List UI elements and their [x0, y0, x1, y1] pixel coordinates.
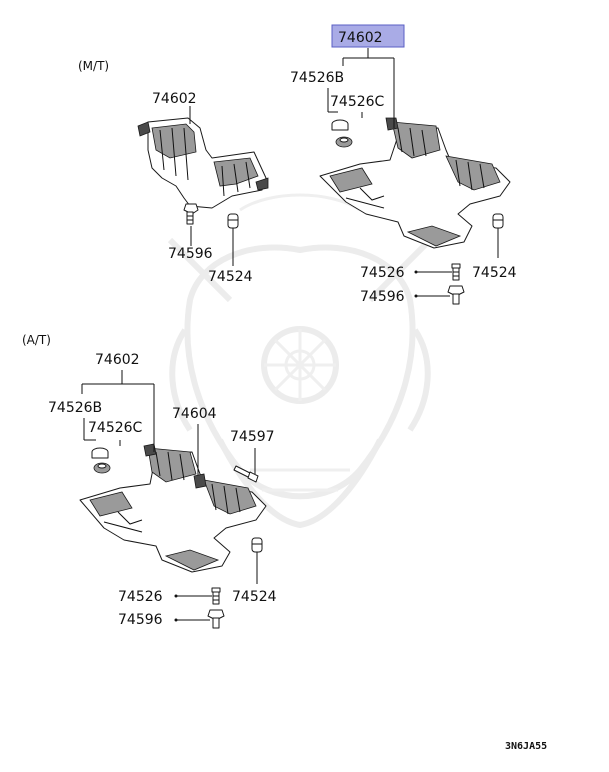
mt-left-clip-label: 74596 [168, 246, 213, 262]
mt-left-nut-icon [227, 213, 239, 229]
at-screw-label: 74526 [118, 589, 163, 605]
at-nut-label: 74524 [232, 589, 277, 605]
mt-right-undercover-drawing [319, 117, 511, 249]
watermark-crest [167, 193, 433, 529]
mt-left-clip-icon [183, 203, 199, 225]
mt-right-bush-b-label: 74526B [290, 70, 344, 86]
at-clip-icon [207, 609, 225, 629]
at-bush-c-icon [93, 462, 111, 474]
drawing-code: 3N6JA55 [505, 741, 547, 752]
mt-left-undercover-drawing [137, 117, 269, 209]
mt-right-clip-label: 74596 [360, 289, 405, 305]
mt-right-screw-icon [451, 263, 461, 281]
mt-right-bush-c-icon [335, 136, 353, 148]
mt-right-cover-label[interactable]: 74602 [338, 30, 383, 46]
mt-section-title: (M/T) [78, 59, 109, 73]
mt-right-screw-label: 74526 [360, 265, 405, 281]
at-bracket-icon [193, 473, 207, 489]
at-undercover-drawing [79, 443, 267, 573]
at-bush-b-icon [91, 447, 109, 459]
at-bush-c-label: 74526C [88, 420, 143, 436]
mt-right-bush-c-label: 74526C [330, 94, 385, 110]
at-clip-label: 74596 [118, 612, 163, 628]
at-bracket-label: 74604 [172, 406, 217, 422]
at-screw-icon [211, 587, 221, 605]
mt-right-clip-icon [447, 285, 465, 305]
mt-right-bush-b-icon [331, 119, 349, 131]
mt-left-cover-label: 74602 [152, 91, 197, 107]
at-bush-b-label: 74526B [48, 400, 102, 416]
mt-right-nut-label: 74524 [472, 265, 517, 281]
at-section-title: (A/T) [22, 333, 51, 347]
selected-part-highlight [331, 24, 405, 48]
at-bolt-icon [233, 465, 259, 483]
at-cover-label: 74602 [95, 352, 140, 368]
mt-left-nut-label: 74524 [208, 269, 253, 285]
at-bolt-label: 74597 [230, 429, 275, 445]
at-nut-icon [251, 537, 263, 553]
mt-right-nut-icon [492, 213, 504, 229]
